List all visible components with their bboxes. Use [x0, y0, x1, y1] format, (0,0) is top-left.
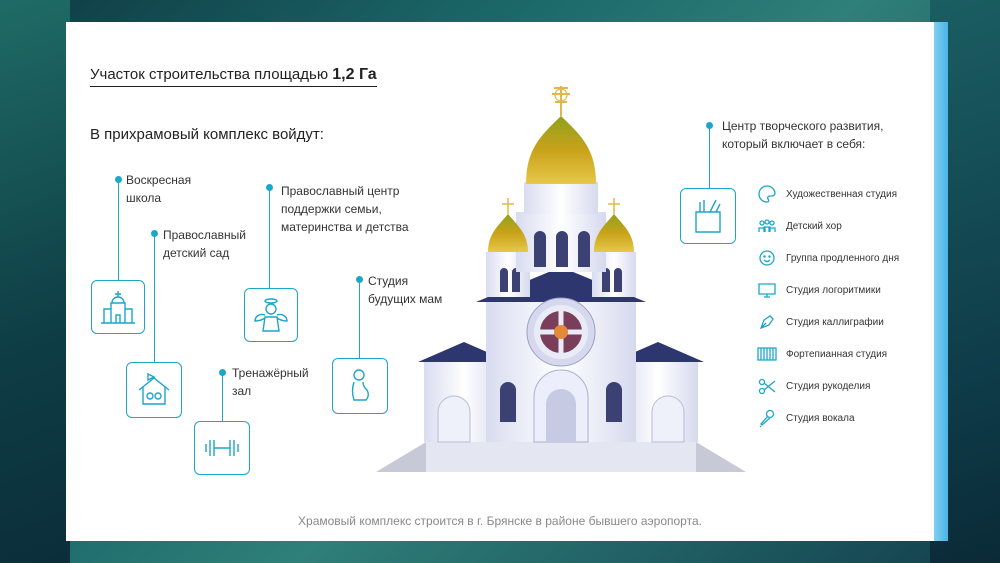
palette-icon — [758, 185, 776, 203]
connector-line — [709, 126, 710, 188]
title-text: Участок строительства площадью — [90, 66, 333, 83]
connector-dot — [706, 122, 713, 129]
dumbbell-icon — [205, 440, 239, 456]
creative-center-label: Центр творческого развития,который включ… — [722, 119, 884, 151]
future-moms-icon-box — [332, 358, 388, 414]
child-face-icon — [759, 250, 775, 266]
connector-dot — [115, 176, 122, 183]
pen-nib-icon — [759, 315, 774, 330]
connector-line — [118, 180, 119, 280]
kindergarten-icon-box — [126, 362, 182, 418]
church-icon — [101, 291, 135, 324]
connector-line — [222, 373, 223, 421]
complex-subtitle: В прихрамовый комплекс войдут: — [90, 126, 324, 143]
title-area-value: 1,2 Га — [332, 66, 377, 83]
connector-dot — [356, 276, 363, 283]
connector-line — [154, 234, 155, 362]
background-left — [0, 0, 70, 563]
angel-icon — [254, 298, 288, 332]
family-center-icon-box — [244, 288, 298, 342]
caption: Храмовый комплекс строится в г. Брянске … — [298, 514, 702, 528]
scissors-icon — [758, 378, 776, 395]
list-item: Детский хор — [756, 215, 842, 237]
presentation-slide: Участок строительства площадью 1,2 Га В … — [66, 22, 934, 541]
creative-center-icon-box — [680, 188, 736, 244]
connector-dot — [151, 230, 158, 237]
slide-edge — [934, 22, 948, 541]
piano-keys-icon — [757, 347, 777, 361]
list-item: Фортепианная студия — [756, 343, 887, 365]
list-item: Студия вокала — [756, 407, 855, 429]
kindergarten-house-icon — [138, 372, 170, 405]
church-illustration — [376, 86, 746, 472]
connector-dot — [219, 369, 226, 376]
connector-line — [359, 280, 360, 358]
art-supplies-icon — [695, 199, 721, 233]
list-item: Группа продленного дня — [756, 247, 899, 269]
screen-icon — [758, 283, 776, 298]
list-item: Художественная студия — [756, 183, 897, 205]
page-title: Участок строительства площадью 1,2 Га — [90, 66, 377, 87]
list-item: Студия логоритмики — [756, 279, 881, 301]
connector-dot — [266, 184, 273, 191]
sunday-school-icon-box — [91, 280, 145, 334]
list-item: Студия каллиграфии — [756, 311, 884, 333]
list-item: Студия рукоделия — [756, 375, 870, 397]
connector-line — [269, 188, 270, 288]
gym-icon-box — [194, 421, 250, 475]
microphone-icon — [759, 409, 775, 428]
choir-icon — [758, 219, 776, 232]
pregnant-woman-icon — [351, 369, 369, 401]
